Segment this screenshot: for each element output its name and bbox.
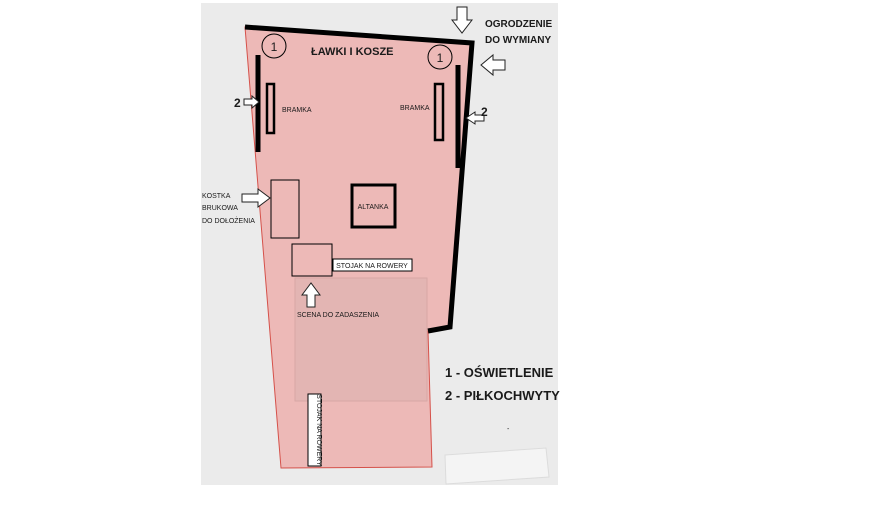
bike-rack-top-label: STOJAK NA ROWERY	[336, 263, 408, 270]
paving-label-line-3: DO DOŁOŻENIA	[202, 216, 255, 225]
gazebo-label: ALTANKA	[358, 204, 389, 211]
stage-label: SCENA DO ZADASZENIA	[297, 312, 379, 319]
pale-rectangle	[444, 447, 550, 485]
paving-label-line-1: KOSTKA	[202, 193, 231, 200]
bike-rack-top-label-box	[332, 258, 413, 272]
fence-label-line-2: DO WYMIANY	[485, 35, 551, 46]
goal-right-label: BRAMKA	[400, 105, 430, 112]
arrow-right-icon	[241, 188, 271, 208]
paving-box	[270, 179, 300, 239]
arrow-left-icon	[465, 111, 485, 125]
bike-rack-box	[291, 243, 333, 277]
legend-line-2: 2 - PIŁKOCHWYTY	[445, 388, 560, 403]
paving-label-line-2: BRUKOWA	[202, 205, 238, 212]
lighting-marker-left	[261, 33, 287, 59]
lighting-marker-right-number: 1	[437, 51, 444, 65]
benches-label: ŁAWKI I KOSZE	[311, 46, 394, 58]
fence-line	[244, 24, 475, 334]
stray-dot: -	[507, 426, 510, 433]
goal-left-label: BRAMKA	[282, 107, 312, 114]
goal-right	[433, 82, 445, 142]
legend-line-1: 1 - OŚWIETLENIE	[445, 365, 554, 380]
arrow-left-icon	[480, 53, 506, 77]
bike-rack-bottom-label: STOJAK NA ROWERY	[315, 394, 322, 466]
arrow-up-icon	[301, 282, 321, 308]
lighting-marker-left-number: 1	[271, 40, 278, 54]
gazebo	[350, 183, 397, 229]
lighting-marker-right	[427, 44, 453, 70]
arrow-right-icon	[243, 94, 260, 110]
goal-left	[265, 82, 276, 135]
stage-area	[294, 277, 428, 402]
arrow-down-icon	[450, 6, 474, 34]
fence-label-line-1: OGRODZENIE	[485, 19, 553, 30]
bike-rack-bottom-label-box	[307, 393, 322, 467]
ball-net-marker-right: 2	[481, 105, 488, 119]
ball-net-marker-left: 2	[234, 96, 241, 110]
